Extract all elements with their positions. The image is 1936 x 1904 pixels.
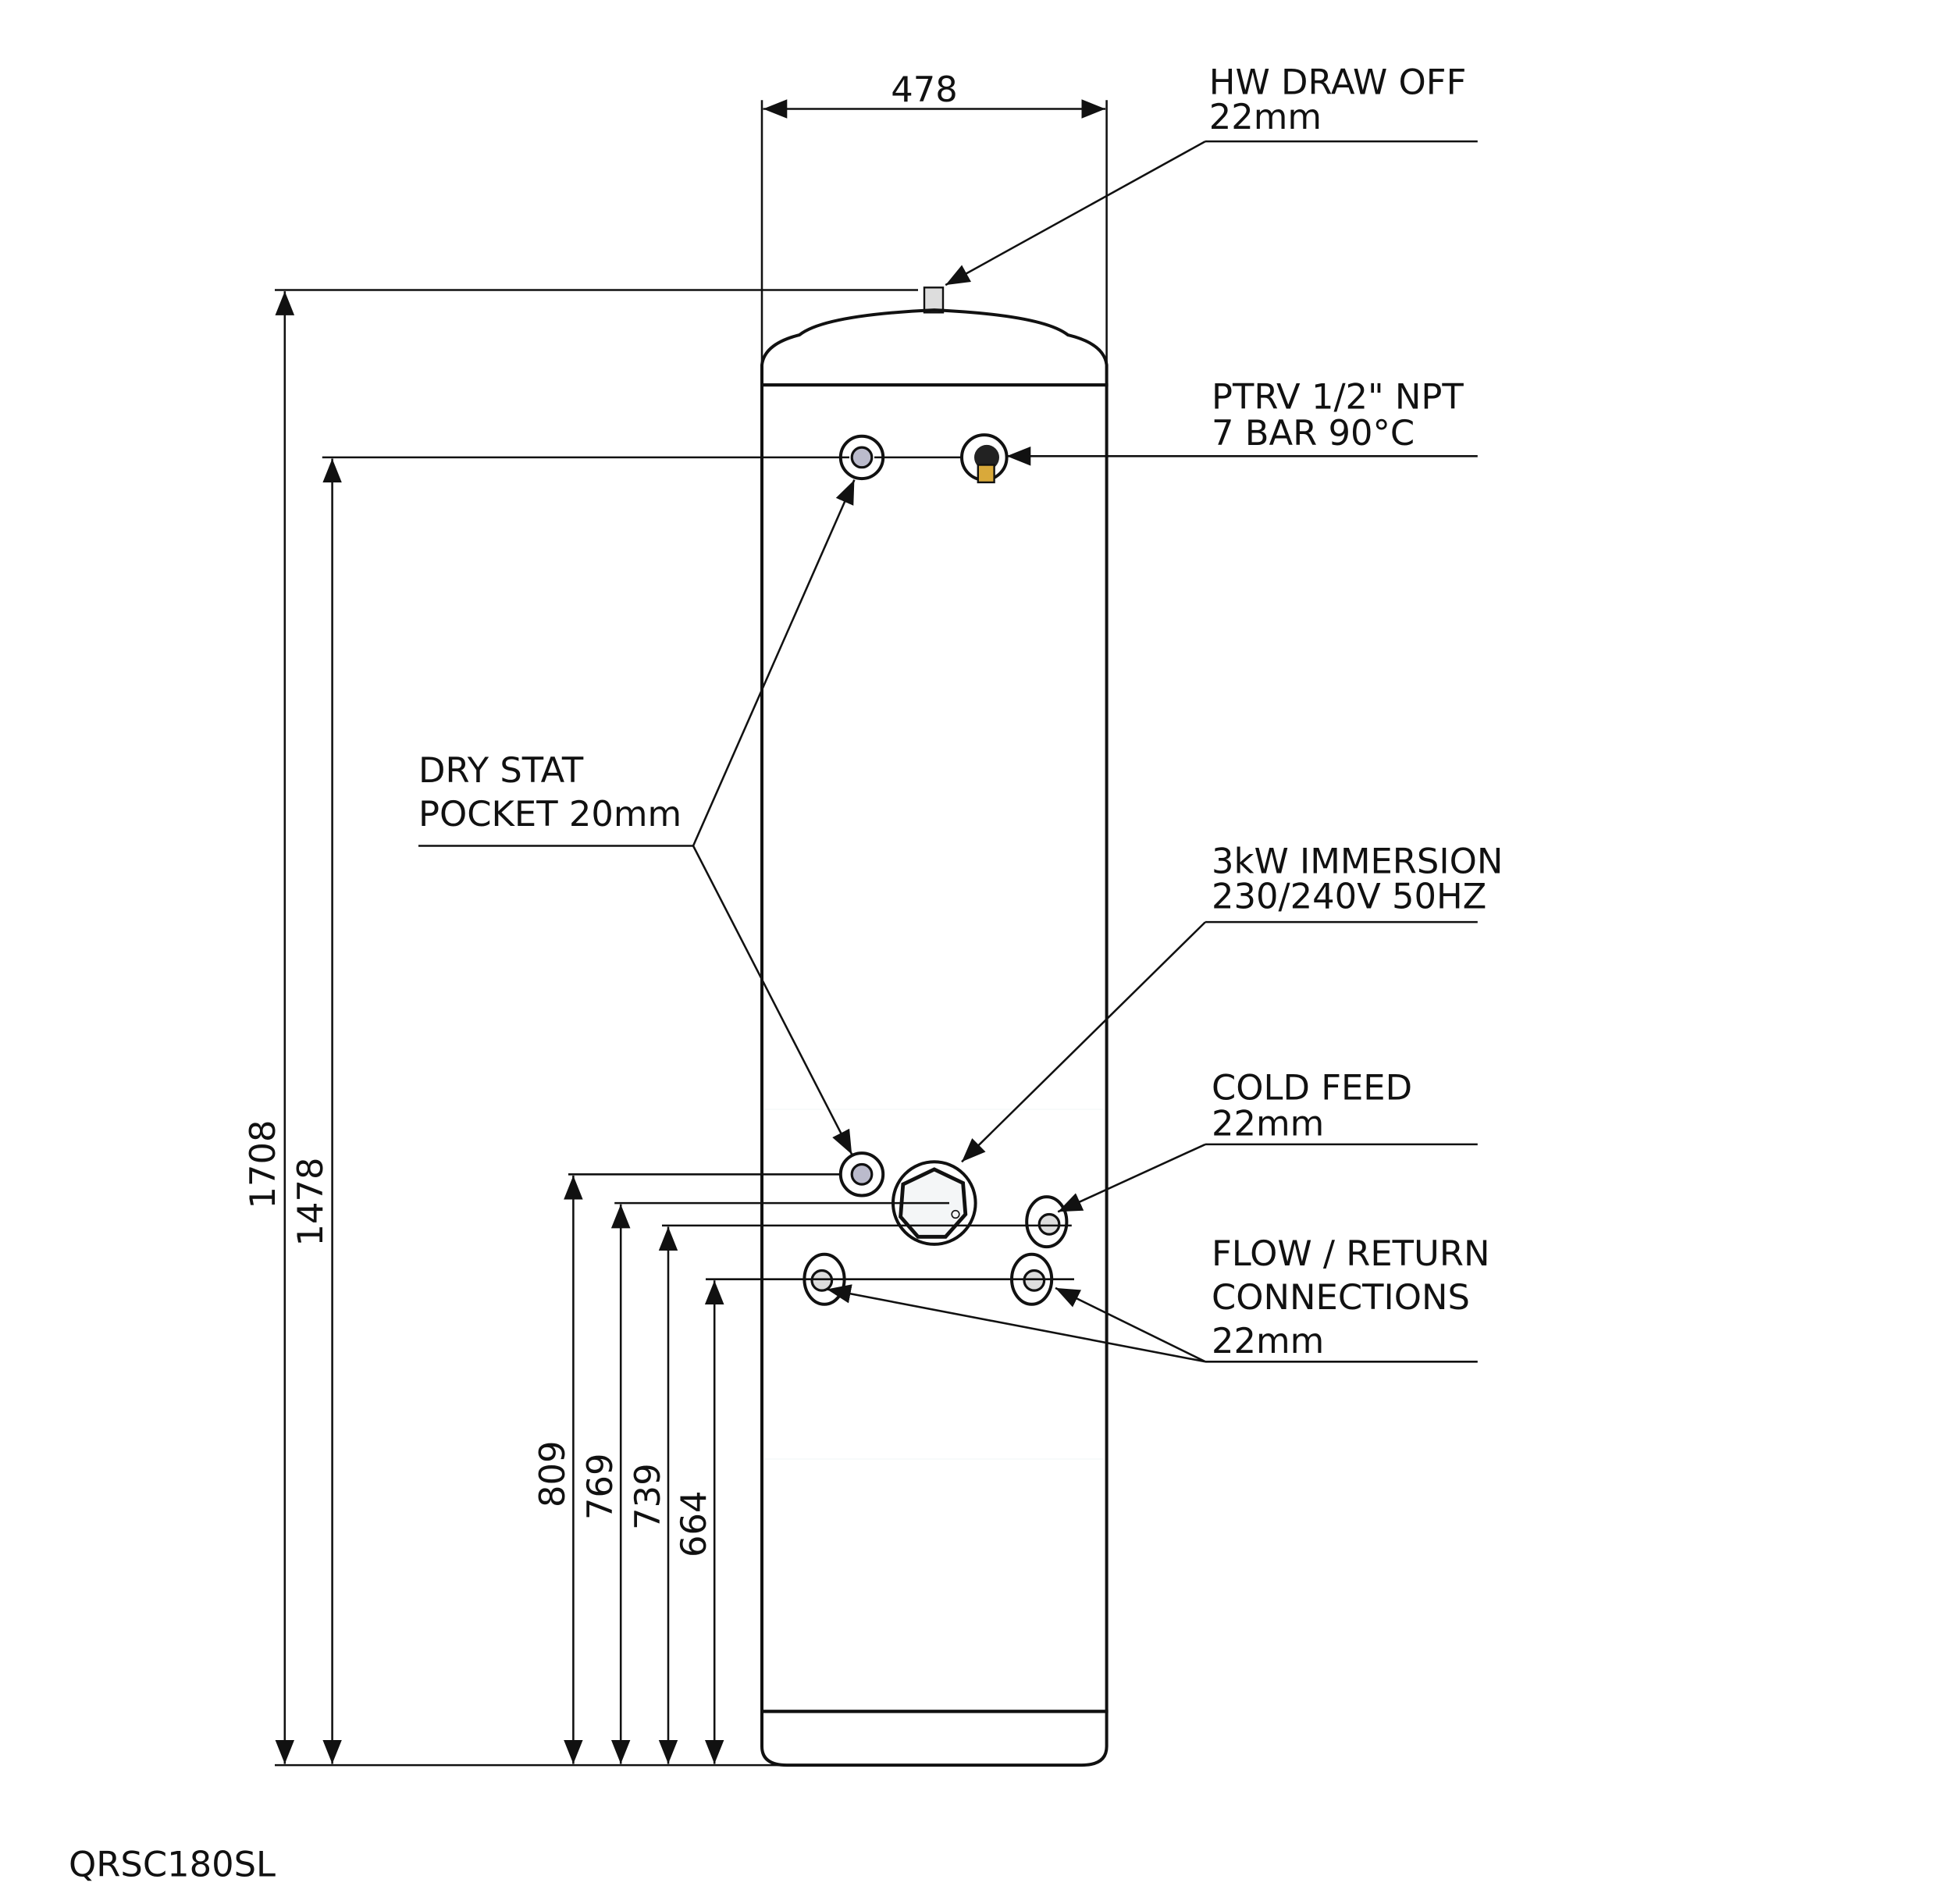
svg-text:3kW IMMERSION: 3kW IMMERSION — [1212, 841, 1503, 882]
hw-nozzle — [923, 286, 945, 314]
svg-text:DRY STAT: DRY STAT — [418, 749, 584, 791]
overall-height-value: 1708 — [242, 1119, 283, 1208]
svg-text:22mm: 22mm — [1212, 1320, 1324, 1361]
svg-text:HW DRAW OFF: HW DRAW OFF — [1209, 61, 1467, 102]
cold-feed-height-value: 739 — [627, 1463, 668, 1530]
callout-cold-feed: COLD FEED 22mm — [1057, 1066, 1478, 1213]
stat-height-value: 809 — [532, 1441, 573, 1508]
svg-text:22mm: 22mm — [1209, 96, 1322, 137]
ptrv-valve — [960, 433, 1009, 484]
cold-feed-connection — [1025, 1195, 1069, 1249]
fittings — [803, 433, 1069, 1306]
callout-immersion: 3kW IMMERSION 230/240V 50HZ — [961, 841, 1503, 1163]
callout-dry-stat: DRY STAT POCKET 20mm — [418, 479, 856, 1155]
svg-text:7 BAR 90°C: 7 BAR 90°C — [1212, 412, 1415, 454]
svg-text:22mm: 22mm — [1212, 1103, 1324, 1144]
svg-text:230/240V 50HZ: 230/240V 50HZ — [1212, 876, 1486, 917]
svg-text:FLOW / RETURN: FLOW / RETURN — [1212, 1233, 1489, 1274]
width-value: 478 — [891, 69, 958, 110]
callout-flow-return: FLOW / RETURN CONNECTIONS 22mm — [826, 1233, 1489, 1363]
ptrv-height-value: 1478 — [290, 1157, 331, 1246]
immersion-height-value: 769 — [579, 1454, 621, 1521]
callout-ptrv: PTRV 1/2" NPT 7 BAR 90°C — [1006, 376, 1478, 466]
vertical-dimensions: 1708 1478 809 769 739 664 — [242, 291, 724, 1764]
base-cap — [760, 1710, 1109, 1767]
svg-text:CONNECTIONS: CONNECTIONS — [1212, 1276, 1470, 1318]
svg-text:PTRV 1/2" NPT: PTRV 1/2" NPT — [1212, 376, 1464, 418]
tank-body — [760, 383, 1109, 1714]
svg-text:POCKET 20mm: POCKET 20mm — [418, 793, 682, 835]
callout-hw-draw-off: HW DRAW OFF 22mm — [945, 61, 1478, 286]
dry-stat-pocket-lower — [838, 1151, 885, 1198]
width-dimension: 478 — [760, 69, 1108, 375]
top-cap — [760, 308, 1109, 387]
extension-lines — [275, 289, 1074, 1767]
tank — [760, 286, 1109, 1767]
svg-text:COLD FEED: COLD FEED — [1212, 1066, 1412, 1108]
flow-return-height-value: 664 — [673, 1491, 714, 1558]
model-code: QRSC180SL — [69, 1844, 276, 1885]
